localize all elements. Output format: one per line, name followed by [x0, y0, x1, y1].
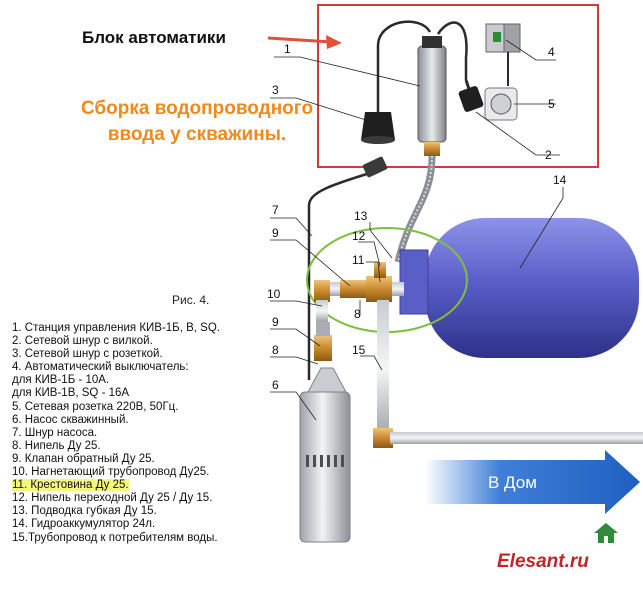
control-station-body [417, 45, 447, 143]
callout-9a: 9 [272, 226, 279, 240]
riser-pipe [316, 300, 328, 322]
to-house-label: В Дом [488, 473, 537, 492]
assembly-title: Сборка водопроводного ввода у скважины. [80, 98, 314, 145]
to-house-arrow [425, 450, 640, 514]
pump-cord [307, 168, 381, 380]
callout-9b: 9 [272, 315, 279, 329]
control-station-cap [422, 36, 442, 48]
legend-item-highlighted: 11. Крестовина Ду 25. [12, 479, 220, 492]
pipe-down-15 [377, 300, 389, 438]
brass-cross [366, 276, 392, 302]
nipple-lower [316, 322, 330, 336]
legend-item: 10. Нагнетающий трубопровод Ду25. [12, 466, 210, 479]
callout-leader-lines [270, 39, 564, 421]
legend-item: 5. Сетевая розетка 220В, 50Гц. [12, 400, 179, 413]
callout-4: 4 [548, 45, 555, 59]
legend-item: 8. Нипель Ду 25. [12, 439, 101, 452]
legend-item: 3. Сетевой шнур с розеткой. [12, 348, 163, 361]
elbow-lower [373, 428, 393, 448]
socket-cord-plug [361, 112, 395, 140]
automation-block-frame [317, 4, 599, 168]
brand-logo-text: Elesant.ru [497, 551, 589, 572]
legend-item: 7. Шнур насоса. [12, 426, 98, 439]
legend-item: 4. Автоматический выключатель: [12, 361, 189, 374]
callout-8a: 8 [272, 343, 279, 357]
borehole-pump [299, 391, 351, 543]
socket-cord-plug-face [361, 136, 395, 144]
pump-cord-plug [362, 156, 388, 178]
callout-1: 1 [284, 42, 291, 56]
callout-3: 3 [272, 83, 279, 97]
hydro-accumulator-tank [425, 218, 639, 358]
control-station-fitting [424, 142, 440, 156]
legend-item: 12. Нипель переходной Ду 25 / Ду 15. [12, 492, 213, 505]
brass-cross-top [374, 262, 386, 278]
legend-item: 1. Станция управления КИВ-1Б, В, SQ. [12, 322, 220, 334]
legend-item: 9. Клапан обратный Ду 25. [12, 452, 155, 465]
legend-item: 14. Гидроаккумулятор 24л. [12, 518, 156, 531]
station-cable-right [436, 21, 468, 80]
wall-socket-face [490, 93, 512, 115]
breaker-rail [503, 23, 521, 53]
elbow-upper [314, 280, 330, 302]
legend-item: 13. Подводка губкая Ду 15. [12, 505, 157, 518]
callout-7: 7 [272, 203, 279, 217]
legend-item: 2. Сетевой шнур с вилкой. [12, 335, 153, 348]
block-pointer-arrowhead [326, 35, 342, 49]
pipe-to-house [390, 432, 643, 444]
callout-11: 11 [352, 253, 365, 267]
callout-14: 14 [553, 173, 567, 187]
callout-5: 5 [548, 97, 555, 111]
legend-highlight-mark: 11. Крестовина Ду 25. [12, 479, 129, 492]
parts-legend: 1. Станция управления КИВ-1Б, В, SQ. 2. … [12, 322, 220, 545]
legend-item: 6. Насос скважинный. [12, 413, 129, 426]
flex-hose-shine [397, 155, 433, 263]
legend-item: 15.Трубопровод к потребителям воды. [12, 531, 218, 544]
legend-item: для КИВ-1Б - 10А. [12, 374, 110, 387]
mains-plug [458, 86, 484, 112]
circuit-breaker-toggle [493, 32, 501, 42]
check-valve-lower [314, 335, 332, 361]
callout-8b: 8 [354, 307, 361, 321]
tank-connector [399, 249, 429, 315]
callout-12: 12 [352, 229, 366, 243]
block-title: Блок автоматики [82, 28, 226, 47]
check-valve-upper [340, 280, 366, 298]
callout-2: 2 [545, 148, 552, 162]
block-pointer-arrow [267, 36, 333, 44]
figure-label: Рис. 4. [172, 293, 210, 307]
pump-intake-slots [306, 455, 344, 467]
callout-15: 15 [352, 343, 366, 357]
flex-hose [394, 155, 436, 263]
pump-top-cone [307, 367, 347, 393]
callout-13: 13 [354, 209, 368, 223]
callout-10: 10 [267, 287, 281, 301]
house-logo-icon [594, 523, 618, 543]
callout-6: 6 [272, 378, 279, 392]
station-cable-top [376, 20, 432, 47]
legend-item: для КИВ-1В, SQ - 16А [12, 387, 130, 400]
